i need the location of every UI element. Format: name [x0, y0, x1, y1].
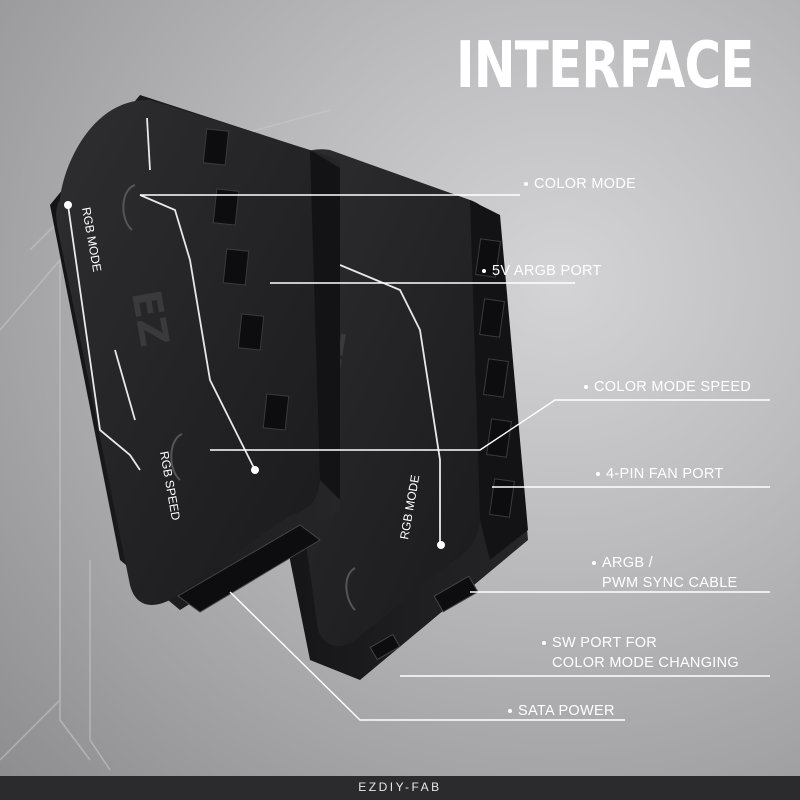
- footer-bar: EZDIY-FAB: [0, 776, 800, 800]
- callout-text: 5V ARGB PORT: [492, 263, 602, 279]
- callout-text: ARGB /: [602, 555, 653, 571]
- bullet-icon: [592, 561, 596, 566]
- bullet-icon: [596, 472, 600, 477]
- callout-text: SW PORT FOR: [552, 635, 658, 651]
- callout-color-mode: COLOR MODE: [524, 174, 636, 194]
- leader-sata-power: [229, 591, 625, 721]
- callout-sw-port: SW PORT FOR COLOR MODE CHANGING: [542, 633, 739, 673]
- callout-text: SATA POWER: [518, 703, 615, 719]
- hub-left: RGB MODE RGB SPEED EZ: [50, 95, 340, 613]
- callout-text-line2: COLOR MODE CHANGING: [552, 655, 739, 671]
- callout-leader-lines: [140, 194, 770, 721]
- brand-name: EZDIY-FAB: [358, 780, 442, 794]
- callout-color-mode-speed: COLOR MODE SPEED: [584, 377, 751, 397]
- hub-left-logo: EZ: [122, 287, 177, 350]
- page-title: INTERFACE: [456, 29, 754, 103]
- callout-text: COLOR MODE SPEED: [594, 379, 752, 395]
- bullet-icon: [584, 385, 588, 390]
- callout-sata-power: SATA POWER: [508, 701, 615, 721]
- leader-color-mode-speed: [210, 399, 770, 451]
- bullet-icon: [524, 182, 528, 187]
- callout-sync-cable: ARGB / PWM SYNC CABLE: [592, 553, 738, 593]
- callout-text: COLOR MODE: [534, 176, 637, 192]
- bullet-icon: [482, 269, 486, 274]
- callout-text-line2: PWM SYNC CABLE: [602, 575, 738, 591]
- bullet-icon: [542, 641, 546, 646]
- bullet-icon: [508, 709, 512, 714]
- callout-fan-port: 4-PIN FAN PORT: [596, 464, 724, 484]
- callout-argb-port: 5V ARGB PORT: [482, 261, 602, 281]
- callout-text: 4-PIN FAN PORT: [606, 466, 724, 482]
